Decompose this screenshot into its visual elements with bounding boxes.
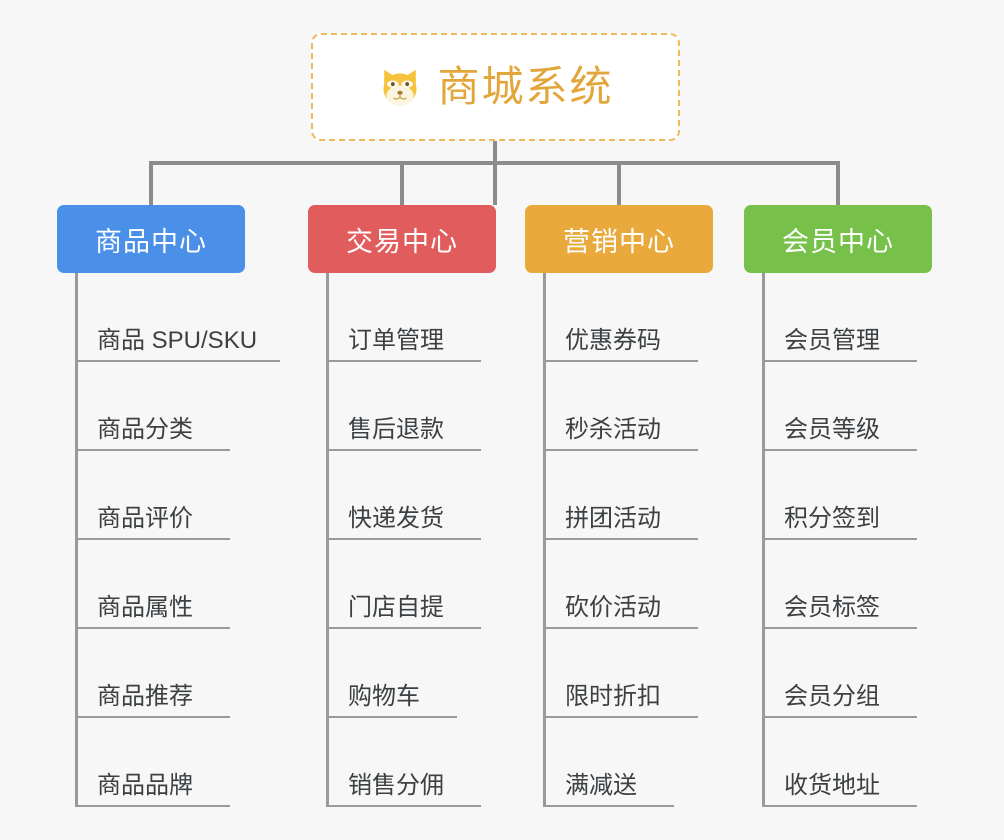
leaf-rule xyxy=(543,805,674,807)
leaf-rule xyxy=(326,538,481,540)
leaf-rule xyxy=(75,360,280,362)
leaf-item[interactable]: 商品 SPU/SKU xyxy=(75,273,280,362)
leaf-label: 快递发货 xyxy=(348,505,444,532)
leaf-label: 会员标签 xyxy=(784,594,880,621)
leaf-item[interactable]: 会员管理 xyxy=(762,273,917,362)
leaf-rule xyxy=(75,805,230,807)
leaf-rule xyxy=(543,716,698,718)
leaf-rule xyxy=(543,627,698,629)
leaf-list-marketing: 优惠券码 秒杀活动 拼团活动 砍价活动 限时折扣 满减送 xyxy=(543,273,698,807)
dog-face-icon xyxy=(383,69,418,106)
leaf-rule xyxy=(543,538,698,540)
leaf-rule xyxy=(762,538,917,540)
branch-header-label: 交易中心 xyxy=(346,226,458,257)
leaf-rule xyxy=(762,360,917,362)
branch-header-label: 营销中心 xyxy=(563,226,675,257)
root-node[interactable]: 商城系统 xyxy=(311,33,680,141)
root-stem-connector xyxy=(493,141,497,205)
leaf-rule xyxy=(326,716,457,718)
leaf-label: 会员管理 xyxy=(784,327,880,354)
branch-spine xyxy=(75,273,78,807)
leaf-item[interactable]: 门店自提 xyxy=(326,540,481,629)
leaf-label: 门店自提 xyxy=(348,594,444,621)
leaf-rule xyxy=(762,805,917,807)
leaf-rule xyxy=(326,449,481,451)
leaf-rule xyxy=(543,360,698,362)
leaf-item[interactable]: 秒杀活动 xyxy=(543,362,698,451)
leaf-label: 订单管理 xyxy=(348,327,444,354)
leaf-item[interactable]: 售后退款 xyxy=(326,362,481,451)
leaf-rule xyxy=(75,627,230,629)
branch-header-label: 会员中心 xyxy=(782,226,894,257)
leaf-item[interactable]: 满减送 xyxy=(543,718,674,807)
leaf-item[interactable]: 商品分类 xyxy=(75,362,257,451)
branch-drop-connector-4 xyxy=(836,161,840,207)
leaf-item[interactable]: 商品评价 xyxy=(75,451,257,540)
leaf-label: 商品 SPU/SKU xyxy=(97,327,258,354)
branch-drop-connector-1 xyxy=(149,161,153,207)
branch-header-label: 商品中心 xyxy=(95,226,207,257)
branch-header-marketing[interactable]: 营销中心 xyxy=(525,205,713,273)
leaf-item[interactable]: 商品属性 xyxy=(75,540,257,629)
leaf-rule xyxy=(762,627,917,629)
leaf-item[interactable]: 拼团活动 xyxy=(543,451,698,540)
leaf-item[interactable]: 积分签到 xyxy=(762,451,917,540)
branch-header-trade[interactable]: 交易中心 xyxy=(308,205,496,273)
leaf-label: 商品属性 xyxy=(97,594,193,621)
leaf-rule xyxy=(326,360,481,362)
leaf-rule xyxy=(762,449,917,451)
leaf-label: 会员分组 xyxy=(784,683,880,710)
leaf-label: 商品分类 xyxy=(97,416,193,443)
leaf-item[interactable]: 订单管理 xyxy=(326,273,481,362)
leaf-item[interactable]: 会员等级 xyxy=(762,362,917,451)
branch-drop-connector-2 xyxy=(400,161,404,207)
leaf-rule xyxy=(762,716,917,718)
leaf-label: 商品品牌 xyxy=(97,772,193,799)
leaf-list-trade: 订单管理 售后退款 快递发货 门店自提 购物车 销售分佣 xyxy=(326,273,481,807)
leaf-rule xyxy=(75,538,230,540)
leaf-rule xyxy=(75,716,230,718)
leaf-list-member: 会员管理 会员等级 积分签到 会员标签 会员分组 收货地址 xyxy=(762,273,917,807)
leaf-item[interactable]: 快递发货 xyxy=(326,451,481,540)
leaf-item[interactable]: 优惠券码 xyxy=(543,273,698,362)
leaf-label: 售后退款 xyxy=(348,416,444,443)
leaf-rule xyxy=(326,627,481,629)
leaf-item[interactable]: 购物车 xyxy=(326,629,457,718)
leaf-label: 拼团活动 xyxy=(565,505,661,532)
leaf-label: 限时折扣 xyxy=(565,683,661,710)
branch-drop-connector-3 xyxy=(617,161,621,207)
leaf-list-product: 商品 SPU/SKU 商品分类 商品评价 商品属性 商品推荐 商品品牌 xyxy=(75,273,280,807)
branch-spine xyxy=(762,273,765,807)
leaf-item[interactable]: 砍价活动 xyxy=(543,540,698,629)
leaf-label: 商品推荐 xyxy=(97,683,193,710)
root-title: 商城系统 xyxy=(437,63,614,110)
branch-header-product[interactable]: 商品中心 xyxy=(57,205,245,273)
leaf-label: 购物车 xyxy=(348,683,420,710)
leaf-label: 优惠券码 xyxy=(565,327,661,354)
leaf-label: 会员等级 xyxy=(784,416,880,443)
leaf-item[interactable]: 销售分佣 xyxy=(326,718,481,807)
leaf-label: 秒杀活动 xyxy=(565,416,661,443)
leaf-item[interactable]: 会员分组 xyxy=(762,629,917,718)
branch-bar-connector xyxy=(151,161,839,165)
leaf-label: 商品评价 xyxy=(97,505,193,532)
leaf-label: 销售分佣 xyxy=(348,772,444,799)
leaf-item[interactable]: 收货地址 xyxy=(762,718,917,807)
leaf-rule xyxy=(543,449,698,451)
leaf-item[interactable]: 商品推荐 xyxy=(75,629,257,718)
leaf-item[interactable]: 会员标签 xyxy=(762,540,917,629)
leaf-item[interactable]: 限时折扣 xyxy=(543,629,698,718)
leaf-rule xyxy=(75,449,230,451)
leaf-label: 满减送 xyxy=(565,772,637,799)
branch-header-member[interactable]: 会员中心 xyxy=(744,205,932,273)
branch-spine xyxy=(326,273,329,807)
leaf-label: 积分签到 xyxy=(784,505,880,532)
leaf-item[interactable]: 商品品牌 xyxy=(75,718,257,807)
leaf-label: 收货地址 xyxy=(784,772,880,799)
leaf-label: 砍价活动 xyxy=(565,594,661,621)
branch-spine xyxy=(543,273,546,807)
leaf-rule xyxy=(326,805,481,807)
